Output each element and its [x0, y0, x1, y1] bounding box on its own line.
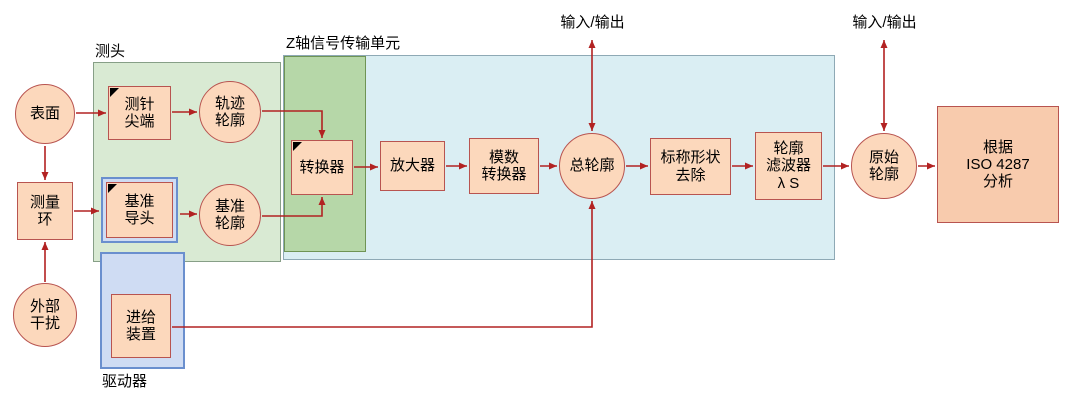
node-trace-profile: 轨迹 轮廓 — [199, 81, 261, 143]
node-datum-profile: 基准 轮廓 — [199, 184, 261, 246]
node-surface: 表面 — [15, 84, 75, 144]
node-primary-profile-label: 原始 轮廓 — [868, 148, 899, 183]
node-iso-analysis: 根据 ISO 4287 分析 — [937, 106, 1059, 223]
node-measurement-loop-label: 测量 环 — [29, 193, 60, 228]
node-external-disturbance-label: 外部 干扰 — [29, 297, 60, 332]
node-total-profile: 总轮廓 — [559, 133, 625, 199]
node-nominal-form-removal-label: 标称形状 去除 — [660, 149, 721, 184]
probe-region-label: 测头 — [95, 43, 126, 60]
node-feed-device-label: 进给 装置 — [125, 308, 156, 343]
z-region-label: Z轴信号传输单元 — [286, 35, 401, 52]
node-amplifier: 放大器 — [380, 141, 445, 191]
node-datum-guide: 基准 导头 — [101, 177, 178, 243]
node-feed-device: 进给 装置 — [111, 294, 171, 358]
node-stylus-tip: 测针 尖端 — [108, 86, 171, 140]
fold-corner-mark — [110, 88, 119, 97]
node-transducer-label: 转换器 — [299, 158, 345, 176]
fold-corner-mark — [293, 142, 302, 151]
node-transducer: 转换器 — [291, 140, 353, 195]
drive-region-label: 驱动器 — [102, 373, 148, 390]
node-ad-converter: 模数 转换器 — [469, 138, 539, 194]
node-profile-filter-label: 轮廓 滤波器 λ S — [765, 140, 811, 192]
node-profile-filter: 轮廓 滤波器 λ S — [755, 132, 822, 200]
node-total-profile-label: 总轮廓 — [569, 157, 615, 175]
node-surface-label: 表面 — [29, 105, 60, 123]
node-trace-profile-label: 轨迹 轮廓 — [214, 94, 245, 129]
node-iso-analysis-label: 根据 ISO 4287 分析 — [966, 138, 1030, 191]
node-datum-profile-label: 基准 轮廓 — [214, 197, 245, 232]
node-stylus-tip-label: 测针 尖端 — [124, 95, 155, 130]
node-external-disturbance: 外部 干扰 — [13, 283, 77, 347]
node-datum-guide-inner: 基准 导头 — [106, 182, 173, 238]
node-datum-guide-label: 基准 导头 — [124, 192, 155, 227]
node-ad-converter-label: 模数 转换器 — [481, 148, 527, 183]
io-label-center: 输入/输出 — [560, 14, 625, 31]
node-measurement-loop: 测量 环 — [17, 182, 73, 240]
io-label-right: 输入/输出 — [852, 14, 917, 31]
node-amplifier-label: 放大器 — [389, 157, 435, 175]
node-nominal-form-removal: 标称形状 去除 — [650, 138, 731, 195]
node-primary-profile: 原始 轮廓 — [851, 133, 917, 199]
fold-corner-mark — [108, 184, 117, 193]
